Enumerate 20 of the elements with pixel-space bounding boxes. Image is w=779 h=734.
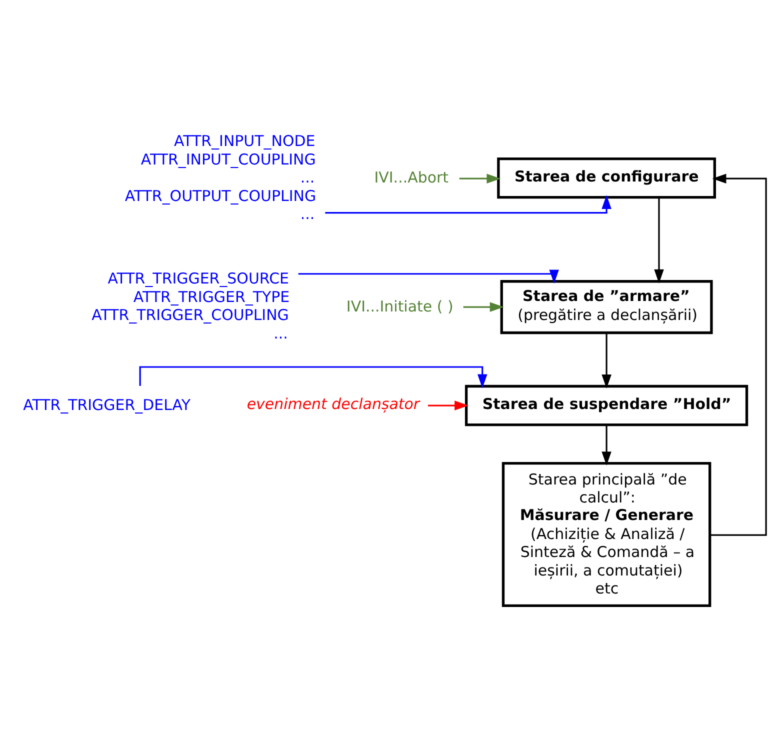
arrow [602, 332, 612, 388]
arrow [602, 424, 612, 466]
arrow [325, 195, 612, 214]
node-box: Starea de configurare [497, 157, 716, 199]
node-box: Starea de suspendare ”Hold” [464, 384, 748, 426]
node-text: eveniment declanșator [246, 394, 420, 413]
node-box: Starea principală ”de calcul”: Măsurare / Generare (Achiziție & Analiză / Sinteză & Comandă – a ieșirii, a comutației) etc [502, 462, 712, 608]
node-text: ATTR_TRIGGER_SOURCE ATTR_TRIGGER_TYPE ATTR_TRIGGER_COUPLING ... [92, 270, 290, 342]
arrow [459, 174, 501, 184]
arrow [463, 302, 504, 312]
node-text: IVI...Initiate ( ) [346, 298, 454, 316]
arrow [428, 400, 468, 410]
arrow [654, 197, 664, 284]
arrow [710, 174, 767, 536]
node-box: Starea de ”armare” (pregătire a declanșării) [500, 280, 713, 334]
node-text: IVI...Abort [374, 168, 449, 187]
node-text: ATTR_INPUT_NODE ATTR_INPUT_COUPLING ... ATTR_OUTPUT_COUPLING ... [124, 132, 316, 223]
arrow [139, 366, 488, 388]
node-text: ATTR_TRIGGER_DELAY [23, 396, 190, 414]
arrow [298, 270, 559, 284]
